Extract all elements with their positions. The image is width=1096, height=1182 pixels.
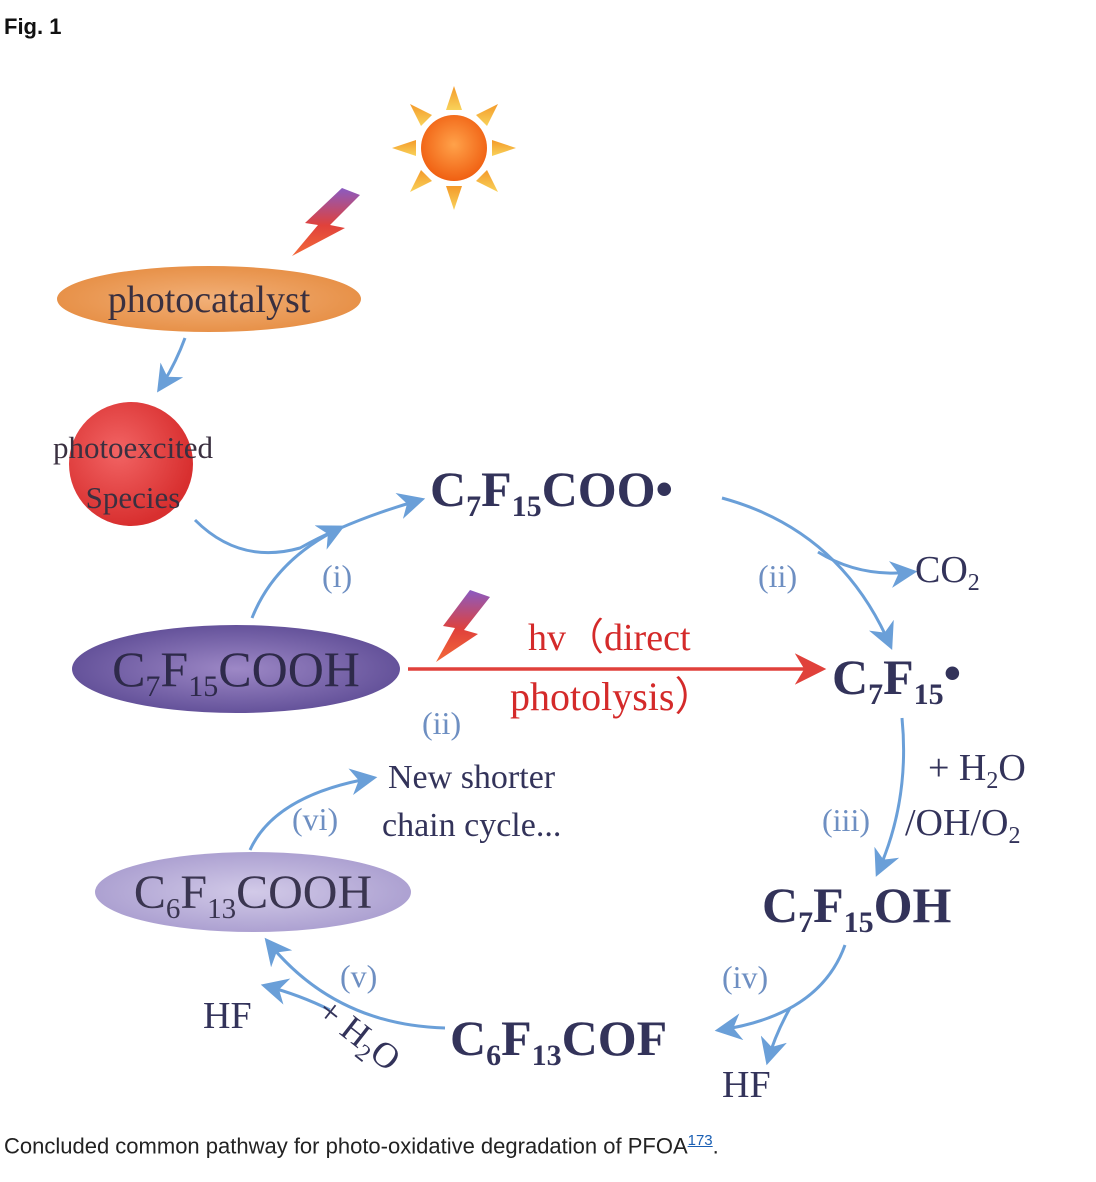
plus-h2o-label: + H2O [928, 747, 1026, 794]
plus-h2o-rotated-label: + H2O [306, 990, 408, 1084]
reference-link[interactable]: 173 [687, 1132, 713, 1149]
arrow-species-to-coo-radical [193, 492, 426, 555]
arrow-acyl-fluoride-to-c6-acid [264, 937, 446, 1030]
arrow-to-co2 [817, 550, 918, 588]
arrow-photocatalyst-to-species [157, 337, 187, 393]
photocatalyst-ellipse [57, 266, 361, 332]
co2-formula: CO2 [915, 549, 980, 596]
step-i-label: (i) [322, 558, 352, 594]
pathway-diagram: photocatalyst photoexcited Species (i) C… [0, 60, 1096, 1110]
lightning-bolt-icon [292, 188, 360, 256]
sun-icon [392, 86, 516, 210]
hv-label-line1: hv（direct [528, 617, 691, 659]
arrow-to-hf-right [760, 1007, 792, 1066]
photocatalyst-label: photocatalyst [108, 279, 311, 321]
arrow-to-hf-left [260, 978, 331, 1012]
new-shorter-line2: chain cycle... [382, 807, 561, 844]
figure-caption: Concluded common pathway for photo-oxida… [4, 1132, 719, 1159]
step-iv-label: (iv) [722, 959, 768, 995]
pathway-diagram-svg: photocatalyst photoexcited Species (i) C… [53, 86, 1026, 1106]
photoexcited-species-sphere [69, 402, 193, 526]
oh-o2-label: /OH/O2 [905, 802, 1020, 849]
photoexcited-label-line2: Species [86, 480, 181, 515]
step-ii-top-label: (ii) [758, 558, 797, 594]
caption-text: Concluded common pathway for photo-oxida… [4, 1133, 688, 1159]
step-vi-label: (vi) [292, 801, 338, 837]
c6-acid-ellipse [95, 852, 411, 932]
photoexcited-label-line1: photoexcited [53, 430, 214, 465]
arrow-c6-acid-to-new-cycle [248, 768, 378, 851]
step-iii-label: (iii) [822, 802, 870, 838]
hv-label-line2: photolysis） [510, 674, 714, 719]
figure-label: Fig. 1 [4, 14, 62, 39]
alcohol-formula: C7F15OH [762, 877, 952, 939]
acyl-fluoride-formula: C6F13COF [450, 1010, 667, 1072]
arrow-alcohol-to-acyl-fluoride [714, 944, 847, 1041]
arrow-pfoa-to-step-i [250, 525, 345, 619]
c7-radical-formula: C7F15• [832, 645, 961, 711]
lightning-bolt-photolysis-icon [436, 590, 490, 662]
arrow-c7-radical-to-alcohol [874, 717, 906, 877]
pfoa-ellipse [72, 625, 400, 713]
new-shorter-line1: New shorter [388, 759, 556, 796]
step-ii-bottom-label: (ii) [422, 705, 461, 741]
hf-right-label: HF [722, 1064, 771, 1106]
hf-left-label: HF [203, 995, 252, 1037]
coo-radical-formula: C7F15COO• [430, 461, 673, 523]
pfoa-formula: C7F15COOH [112, 641, 360, 703]
caption-end: . [712, 1133, 719, 1159]
c6-acid-formula: C6F13COOH [134, 866, 372, 925]
arrow-coo-radical-to-c7-radical [721, 496, 894, 650]
step-v-label: (v) [340, 958, 377, 994]
